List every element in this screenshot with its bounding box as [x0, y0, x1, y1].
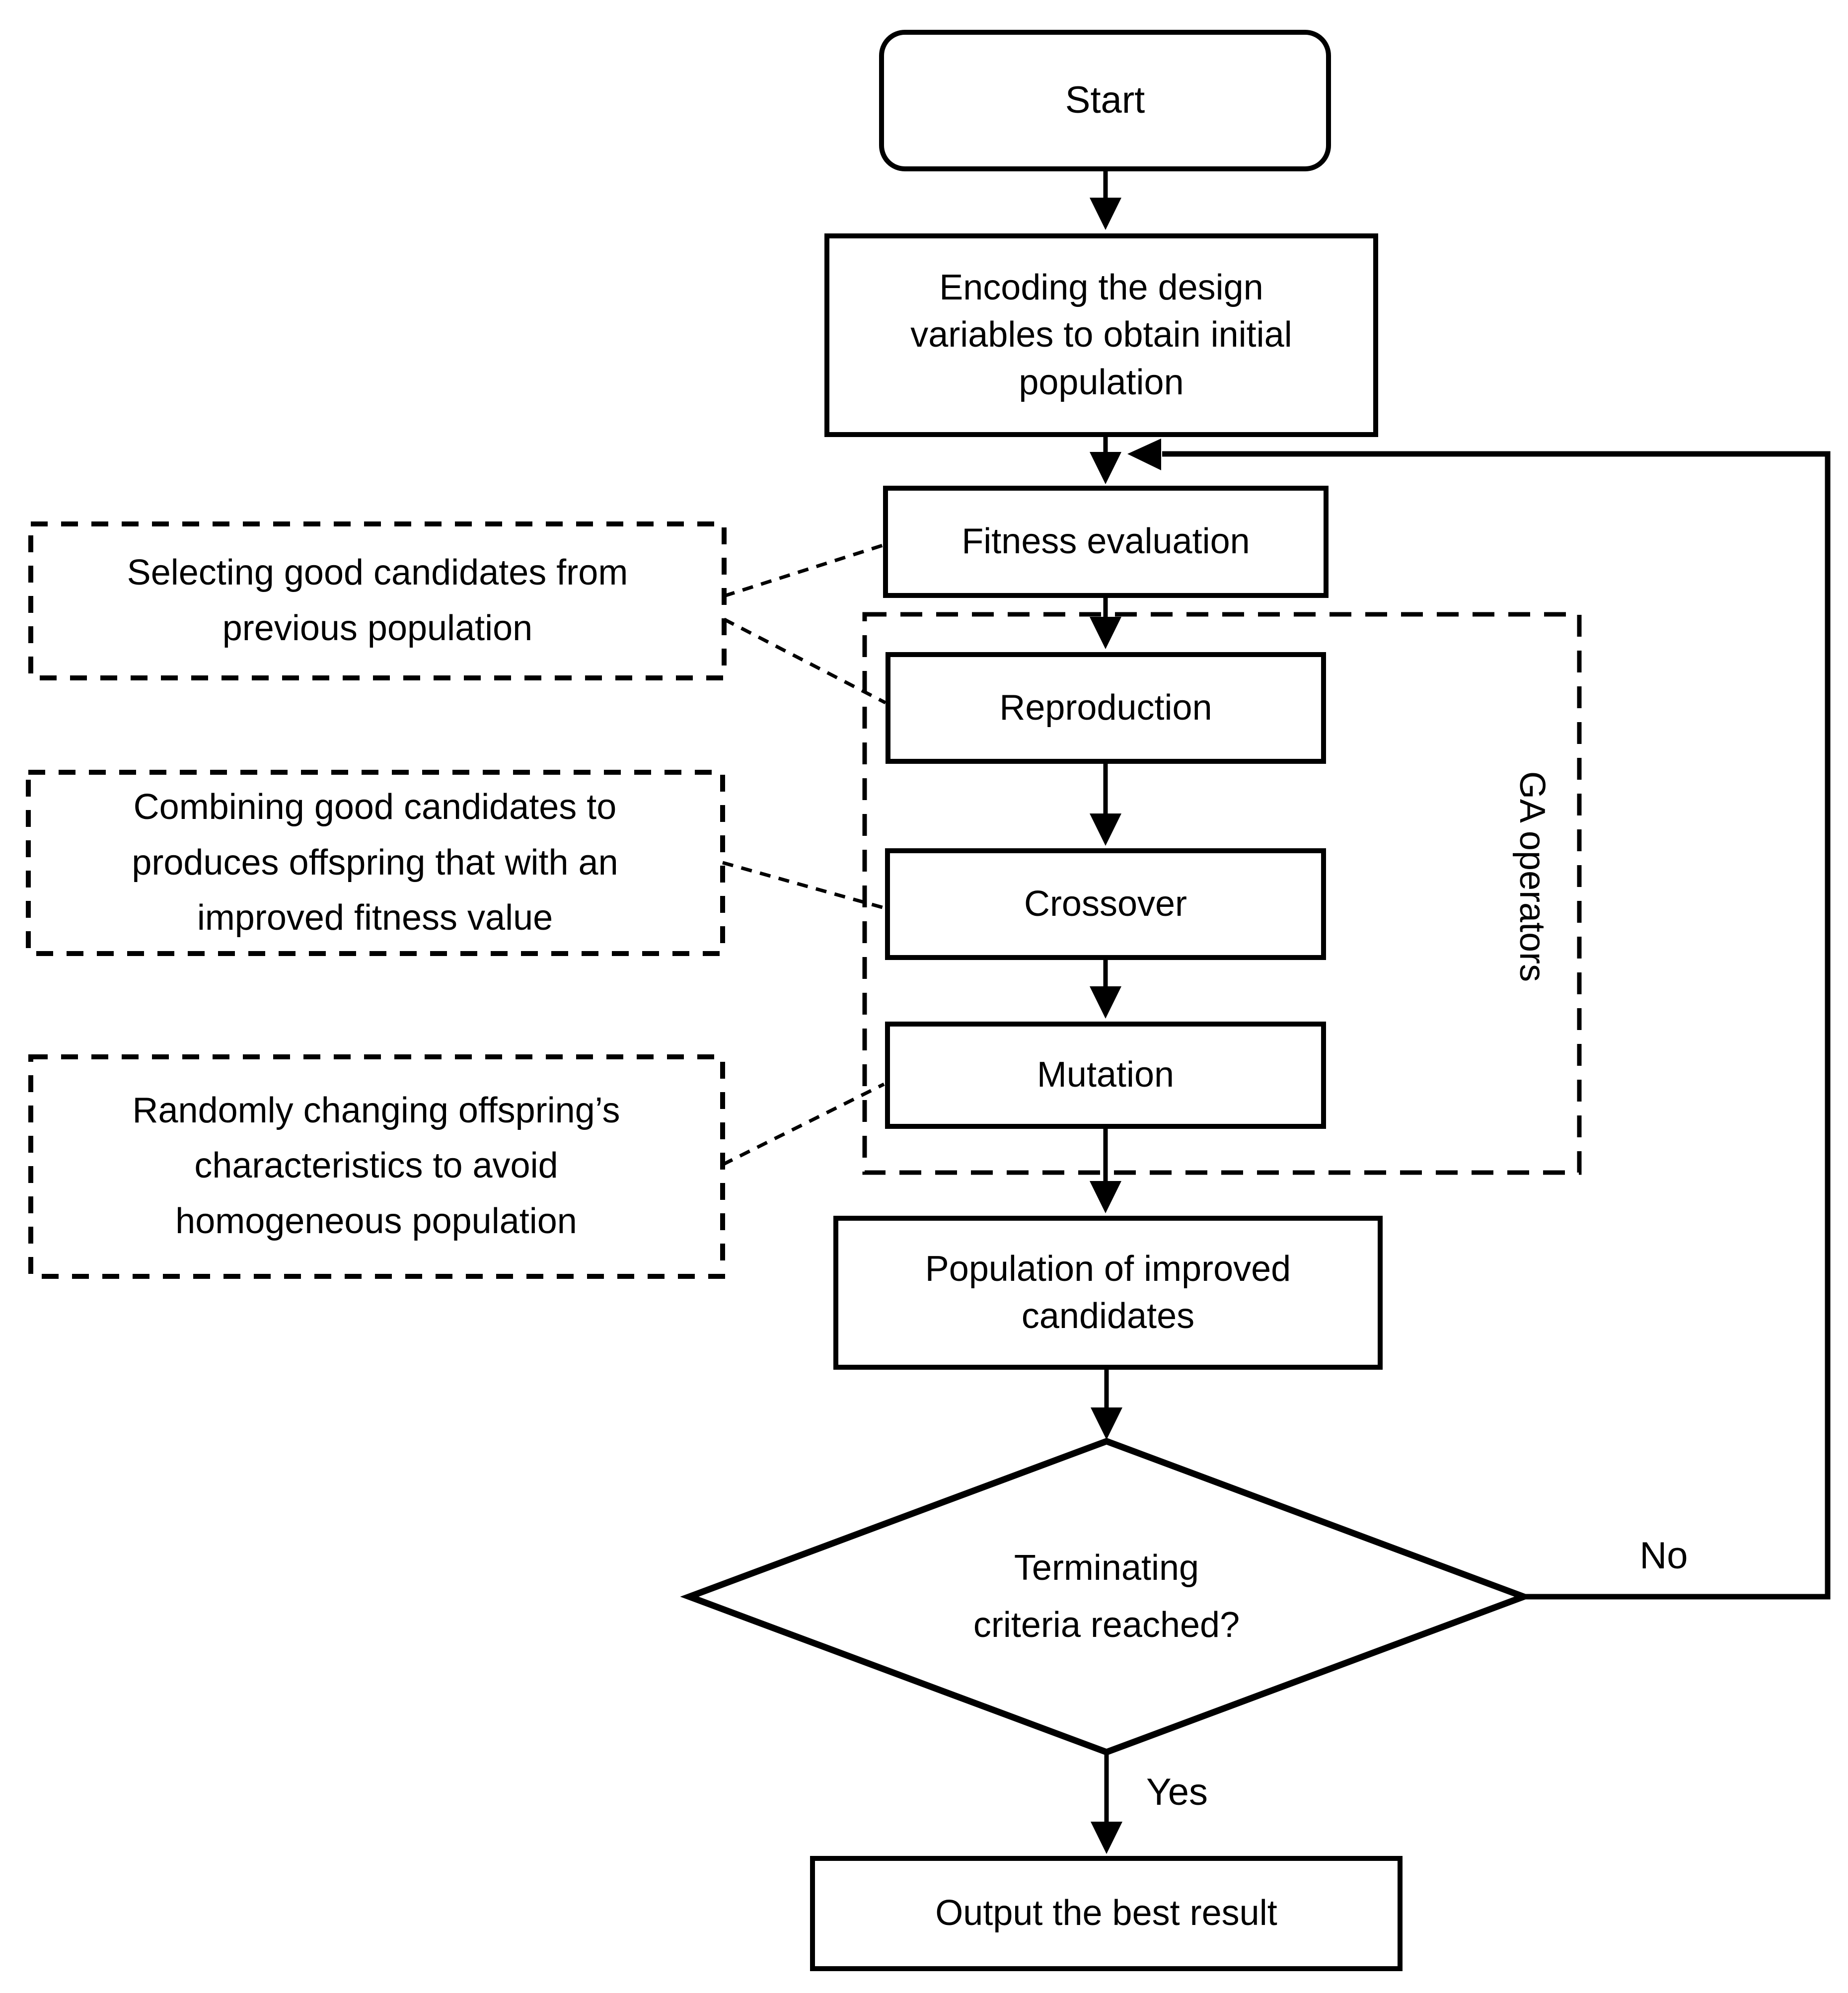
node-population-improved: Population of improved candidates — [833, 1216, 1383, 1370]
decision-label: Terminating criteria reached? — [973, 1548, 1240, 1645]
annotation-crossover-note-label: Combining good candidates to produces of… — [132, 787, 618, 938]
annotation-selection-label: Selecting good candidates from previous … — [127, 553, 628, 648]
arrowhead-feedback-merge — [1127, 439, 1161, 470]
arrowhead-mutation — [1090, 986, 1121, 1019]
node-reproduction: Reproduction — [886, 652, 1326, 764]
node-start: Start — [879, 30, 1331, 171]
edge-label-yes: Yes — [1146, 1771, 1208, 1813]
arrowhead-population — [1090, 1181, 1121, 1213]
node-crossover: Crossover — [885, 848, 1326, 960]
dashed-link-selection-to-reproduction — [723, 617, 887, 705]
dashed-link-selection-to-fitness — [723, 542, 888, 598]
node-encoding: Encoding the design variables to obtain … — [824, 233, 1378, 437]
edge-label-no: No — [1639, 1534, 1688, 1577]
annotation-mutation-note-label: Randomly changing offspring’s characteri… — [132, 1090, 620, 1241]
decision-diamond-shape — [680, 1438, 1533, 1756]
node-output: Output the best result — [810, 1856, 1403, 1971]
node-mutation: Mutation — [885, 1022, 1326, 1129]
annotation-box-crossover-note — [26, 770, 725, 956]
arrowhead-reproduction — [1090, 617, 1121, 649]
ga-operators-label: GA operators — [1512, 771, 1552, 982]
annotation-box-selection — [28, 521, 727, 680]
annotation-box-mutation-note — [28, 1054, 725, 1279]
arrowhead-output — [1091, 1822, 1122, 1854]
arrowhead-encoding — [1090, 198, 1121, 230]
ga-operators-group-box — [862, 612, 1582, 1175]
node-fitness-evaluation: Fitness evaluation — [883, 486, 1329, 598]
arrowhead-decision — [1091, 1407, 1122, 1440]
arrowhead-fitness — [1090, 452, 1121, 484]
dashed-link-note-to-mutation — [722, 1082, 885, 1167]
dashed-link-note-to-crossover — [722, 861, 885, 910]
edge-no-feedback-loop — [1162, 451, 1831, 1600]
arrowhead-crossover — [1090, 813, 1121, 846]
